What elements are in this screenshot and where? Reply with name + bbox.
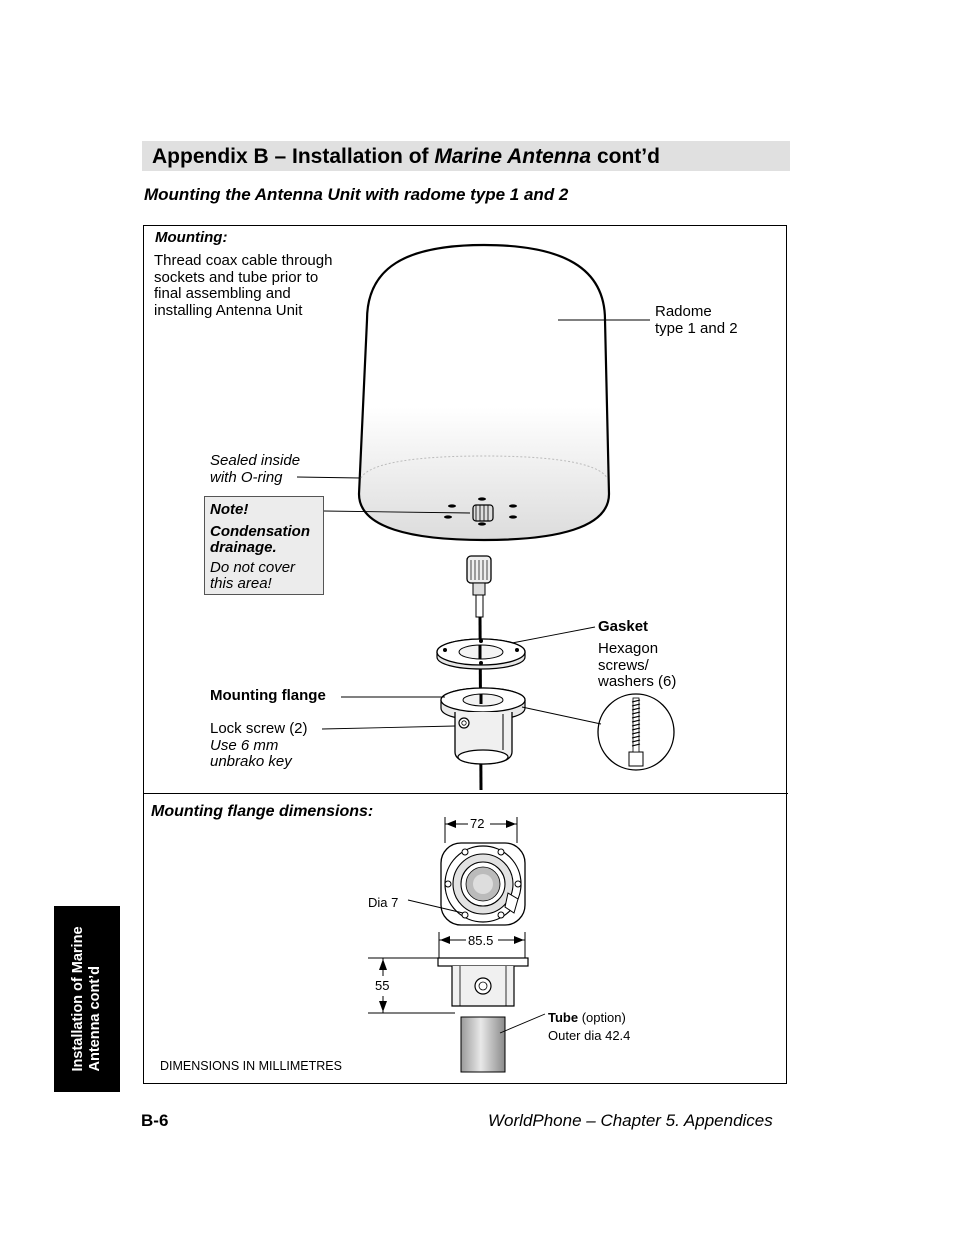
note-text: Note! Condensation drainage. Do not cove… [210, 501, 310, 592]
page-title: Appendix B – Installation of Marine Ante… [152, 145, 660, 168]
dia7-leader [407, 899, 464, 914]
chapter-side-tab [54, 906, 120, 1092]
dimension-72-markers [444, 817, 518, 843]
figure-divider [143, 793, 788, 794]
dimension-85-markers [438, 932, 526, 958]
footer-title: WorldPhone – Chapter 5. Appendices [488, 1111, 773, 1130]
gasket-illustration [436, 638, 526, 670]
page-number: B-6 [141, 1111, 169, 1130]
mounting-flange-illustration [440, 687, 526, 765]
dimension-72: 72 [470, 816, 485, 831]
tube-leader [499, 1013, 546, 1034]
dimension-85: 85.5 [468, 933, 494, 948]
dia7-label: Dia 7 [368, 895, 399, 910]
gasket-label: Gasket [598, 618, 649, 635]
note-box [204, 496, 324, 595]
units-note: DIMENSIONS IN MILLIMETRES [160, 1059, 342, 1073]
dimension-55-markers [368, 957, 455, 1014]
lock-screw-label: Lock screw (2) Use 6 mm unbrako key [210, 720, 308, 770]
leader-lines [296, 319, 650, 730]
mounting-heading: Mounting: [155, 229, 228, 246]
dimensions-heading: Mounting flange dimensions: [151, 803, 374, 820]
hexagon-screw-detail [597, 693, 675, 771]
dimension-55: 55 [375, 978, 390, 993]
tube-label: Tube (option) Outer dia 42.4 [548, 1010, 631, 1043]
flange-side-view [437, 957, 529, 1073]
section-header-bar [142, 141, 790, 171]
radome-illustration [357, 243, 611, 542]
figure-frame [143, 225, 787, 1084]
section-subtitle: Mounting the Antenna Unit with radome ty… [144, 185, 569, 204]
flange-top-view [440, 842, 526, 926]
mounting-flange-label: Mounting flange [210, 687, 326, 704]
